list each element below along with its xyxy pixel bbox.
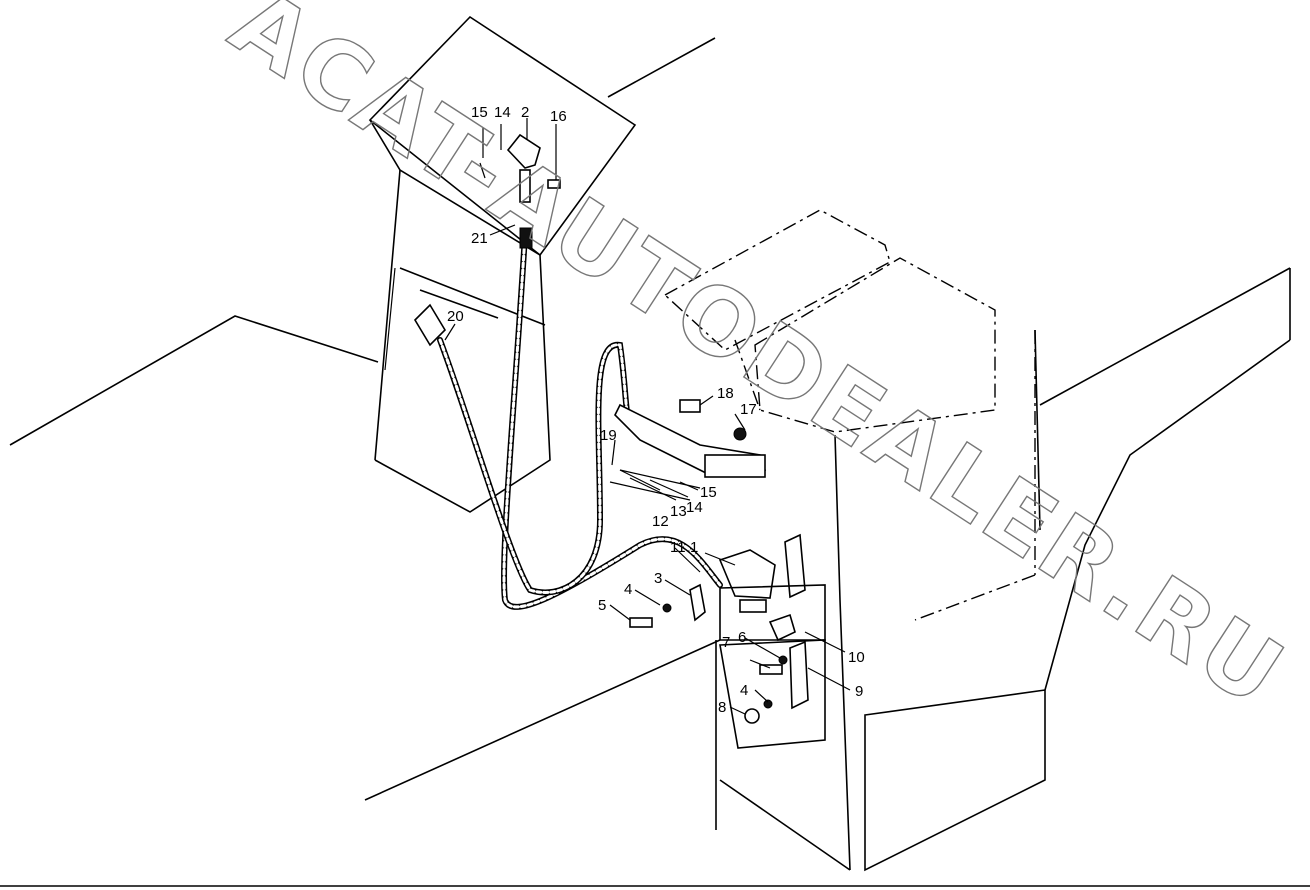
callout-17: 17 [740,401,757,418]
callout-8: 8 [718,699,726,716]
callout-21: 21 [471,230,488,247]
callout-18: 18 [717,385,734,402]
callout-10: 10 [848,649,865,666]
callout-11: 11 [670,539,686,556]
callout-1: 1 [690,539,698,556]
callout-13: 13 [670,503,687,520]
callout-12: 12 [652,513,669,530]
callout-labels: 1 2 3 4 4 5 6 7 8 9 10 11 12 13 14 14 15… [447,104,865,716]
callout-7: 7 [722,634,730,651]
control-console [368,15,637,513]
callout-20: 20 [447,308,464,325]
callout-15-lower: 15 [700,484,717,501]
shift-lever-parts [413,133,561,347]
callout-4: 4 [624,581,632,598]
leader-lines [444,118,851,715]
watermark-text: ACAT-AUTODEALER.RU [213,0,1304,729]
transmission-housing [663,209,1046,872]
shift-cable [437,232,723,610]
callout-2: 2 [521,104,529,121]
callout-5: 5 [598,597,606,614]
callout-3: 3 [654,570,662,587]
mounting-bracket [609,399,809,724]
callout-6: 6 [738,629,746,646]
cover-plates [719,584,826,749]
callout-9: 9 [855,683,863,700]
callout-15: 15 [471,104,488,121]
frame-lines [0,37,1310,887]
callout-19: 19 [600,427,617,444]
callout-4-lower: 4 [740,682,748,699]
callout-14: 14 [494,104,511,121]
callout-16: 16 [550,108,567,125]
callout-14-lower: 14 [686,499,703,516]
